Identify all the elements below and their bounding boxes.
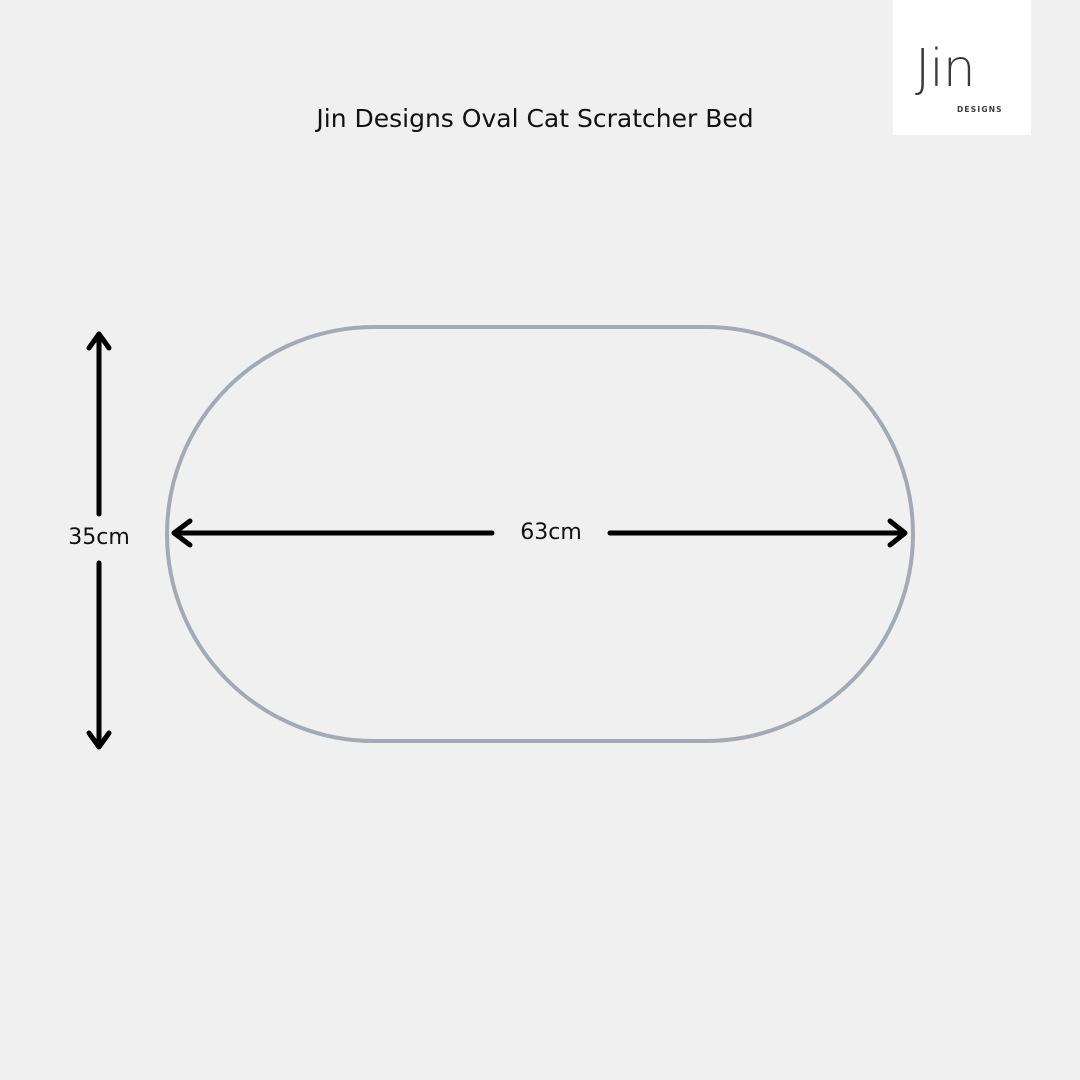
page-title: Jin Designs Oval Cat Scratcher Bed bbox=[316, 104, 754, 133]
bed-outline bbox=[165, 325, 915, 743]
width-label: 63cm bbox=[520, 520, 582, 545]
logo-wordmark: Jin bbox=[915, 39, 976, 99]
brand-logo: Jin DESIGNS bbox=[893, 0, 1031, 135]
width-arrow bbox=[171, 518, 908, 548]
height-label: 35cm bbox=[68, 525, 130, 550]
logo-subtitle: DESIGNS bbox=[957, 105, 1003, 114]
height-arrow bbox=[86, 331, 112, 750]
